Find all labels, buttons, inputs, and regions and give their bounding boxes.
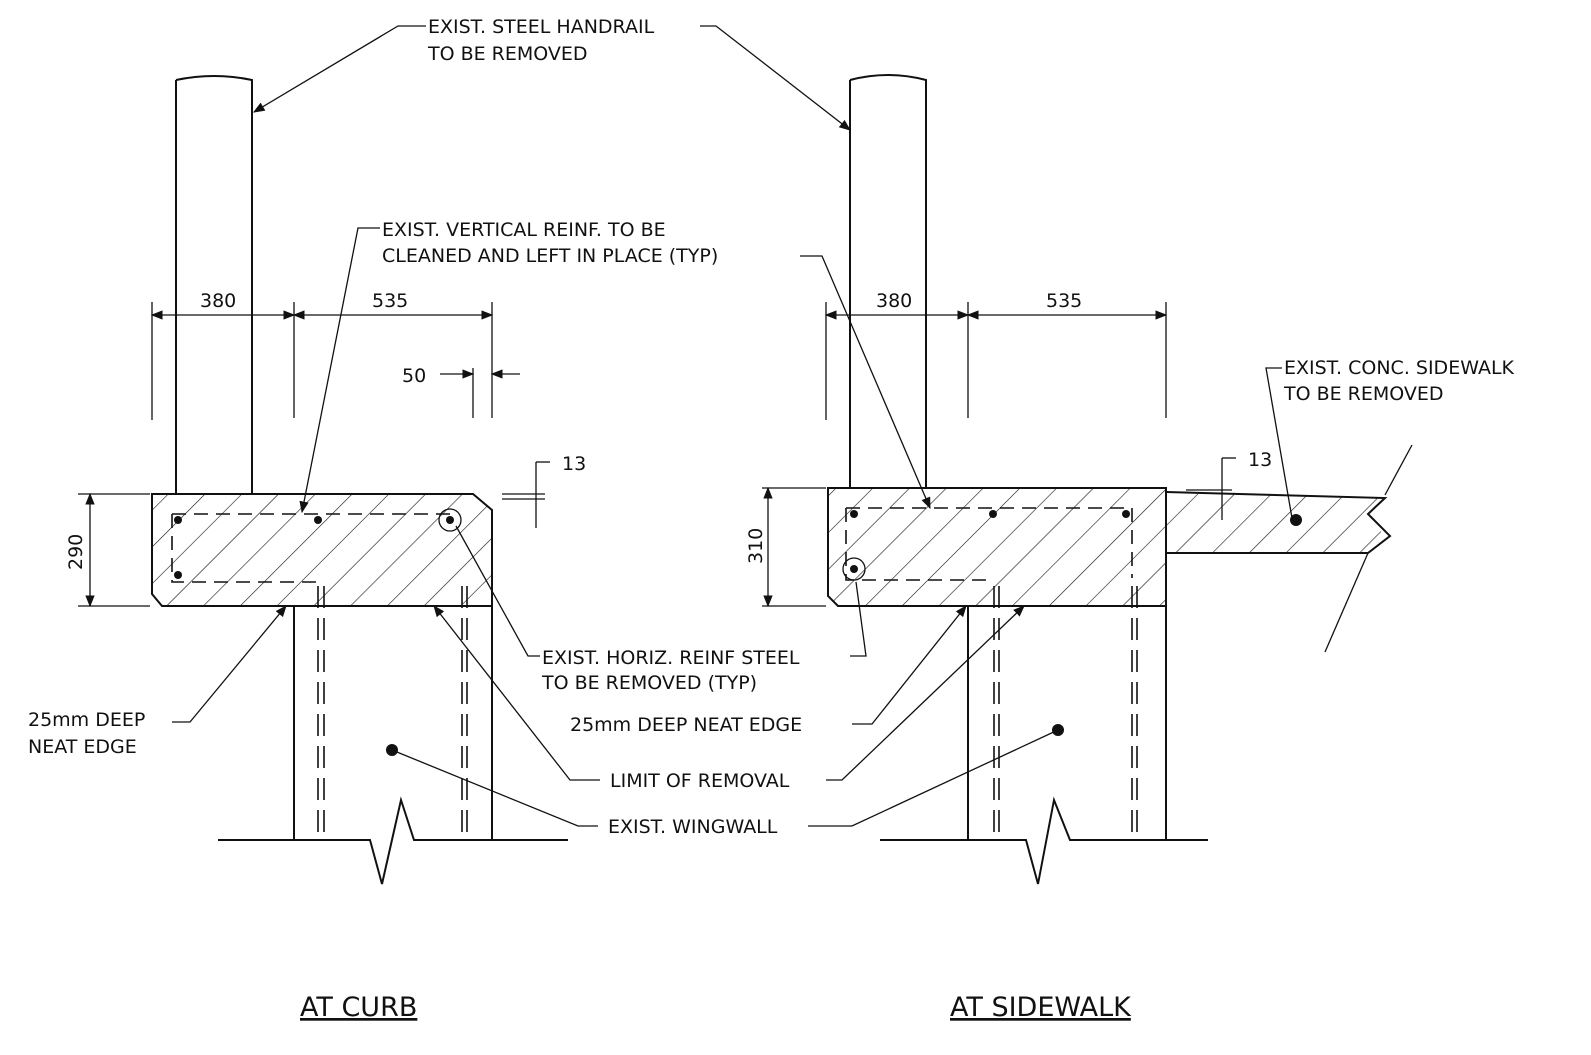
curb-dimensions: 380 535 50 13 290 <box>65 290 586 608</box>
neat-edge-right-label: 25mm DEEP NEAT EDGE <box>570 714 802 736</box>
curb-handrail-post <box>175 75 253 494</box>
horiz-reinf-label-2: TO BE REMOVED (TYP) <box>541 672 757 694</box>
sidewalk-dim-380: 380 <box>876 290 912 312</box>
curb-dim-13: 13 <box>562 453 586 475</box>
vert-reinf-label-2: CLEANED AND LEFT IN PLACE (TYP) <box>382 245 718 267</box>
sidewalk-dimensions: 380 535 13 310 <box>745 290 1272 608</box>
curb-dim-290: 290 <box>65 534 87 570</box>
sidewalk-dim-535: 535 <box>1046 290 1082 312</box>
sidewalk-wingwall <box>880 586 1208 885</box>
sidewalk-removed-label-2: TO BE REMOVED <box>1283 383 1444 405</box>
handrail-label-1: EXIST. STEEL HANDRAIL <box>428 16 655 38</box>
curb-dim-380: 380 <box>200 290 236 312</box>
sidewalk-handrail-post <box>849 74 927 488</box>
neat-edge-left-label-2: NEAT EDGE <box>28 736 137 758</box>
sidewalk-title: AT SIDEWALK <box>950 992 1132 1023</box>
sidewalk-slab <box>1165 444 1413 653</box>
curb-title: AT CURB <box>300 992 417 1023</box>
callouts: EXIST. STEEL HANDRAIL TO BE REMOVED EXIS… <box>28 16 1515 838</box>
limit-of-removal-label: LIMIT OF REMOVAL <box>610 770 790 792</box>
handrail-label-2: TO BE REMOVED <box>427 43 588 65</box>
curb-dim-535: 535 <box>372 290 408 312</box>
neat-edge-left-label-1: 25mm DEEP <box>28 709 145 731</box>
sidewalk-dim-13: 13 <box>1248 449 1272 471</box>
sidewalk-removed-label-1: EXIST. CONC. SIDEWALK <box>1284 357 1515 379</box>
wingwall-label: EXIST. WINGWALL <box>608 816 778 838</box>
curb-detail: 380 535 50 13 290 AT CURB <box>65 75 586 1023</box>
sidewalk-detail: 380 535 13 310 AT SIDEWALK <box>745 74 1413 1023</box>
curb-wingwall <box>218 586 568 885</box>
horiz-reinf-label-1: EXIST. HORIZ. REINF STEEL <box>542 647 800 669</box>
curb-dim-50: 50 <box>402 365 426 387</box>
vert-reinf-label-1: EXIST. VERTICAL REINF. TO BE <box>382 219 666 241</box>
sidewalk-dim-310: 310 <box>745 528 767 564</box>
sidewalk-section <box>827 487 1167 607</box>
curb-section <box>151 493 493 607</box>
